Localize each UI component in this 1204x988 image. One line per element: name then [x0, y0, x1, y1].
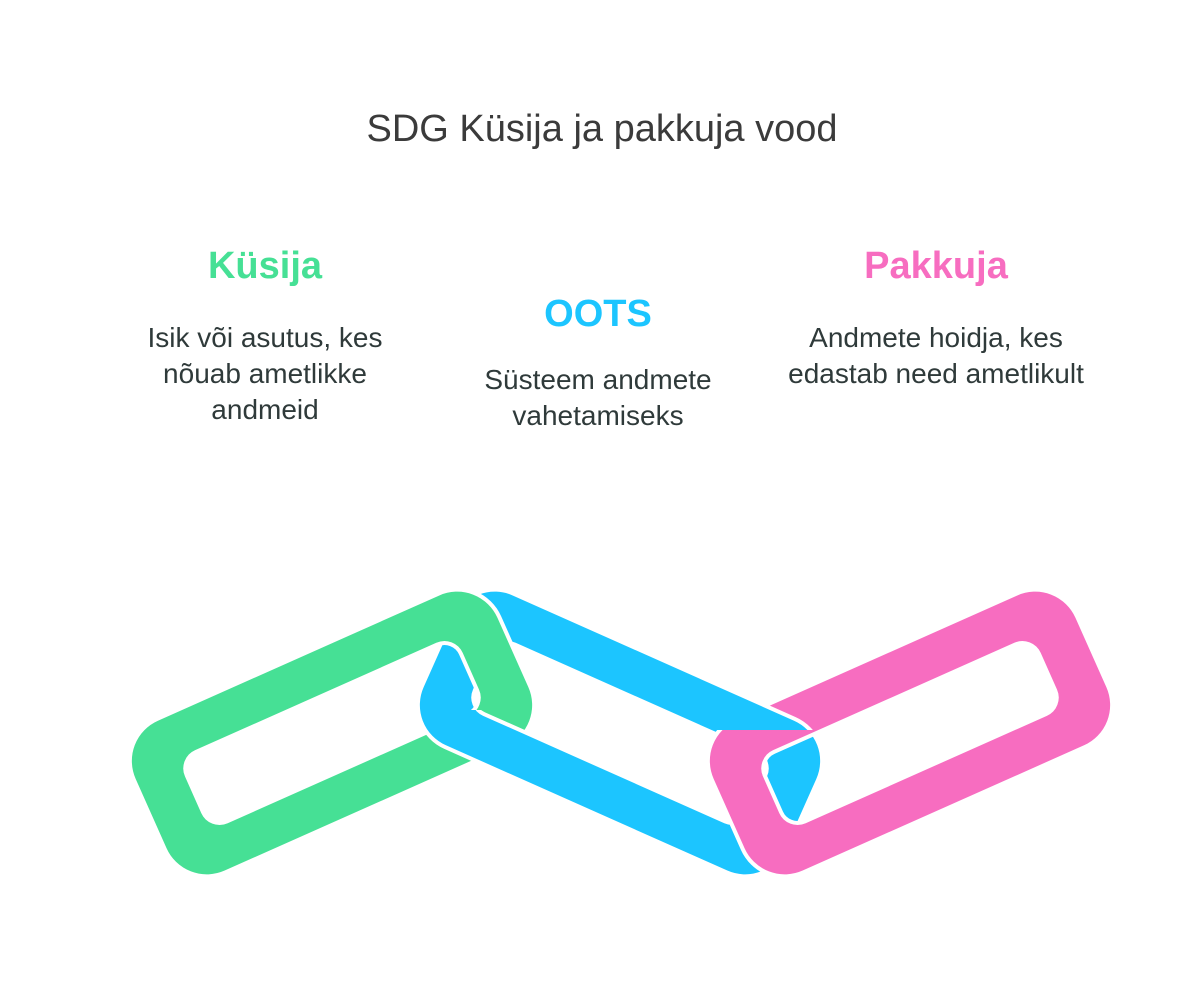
- diagram-title: SDG Küsija ja pakkuja vood: [366, 108, 838, 150]
- kusija-description: Isik või asutus, kes nõuab ametlikke and…: [147, 322, 383, 425]
- oots-heading: OOTS: [544, 293, 652, 335]
- kusija-heading: Küsija: [207, 245, 323, 287]
- pakkuja-heading: Pakkuja: [864, 245, 1008, 287]
- pakkuja-description: Andmete hoidja, kes edastab need ametlik…: [788, 322, 1084, 389]
- oots-description: Süsteem andmete vahetamiseks: [484, 364, 712, 431]
- pakkuja-chain-link: [691, 572, 1129, 894]
